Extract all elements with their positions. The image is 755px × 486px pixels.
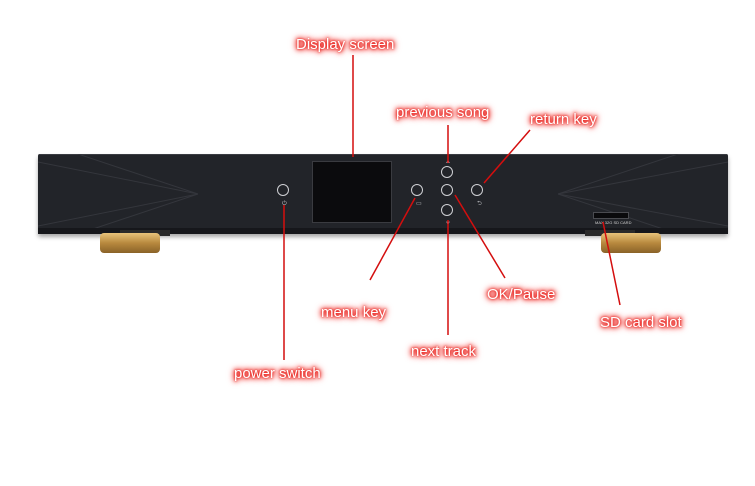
left-foot (100, 233, 160, 253)
display-screen (312, 161, 392, 223)
sd-slot-text: MAX 32G SD CARD (595, 220, 632, 225)
label-sd-card-slot: SD card slot (600, 314, 682, 331)
pointer-ok-pause (454, 194, 506, 279)
return-key-button[interactable] (471, 184, 483, 196)
label-previous-song: previous song (396, 104, 490, 121)
menu-key-button[interactable] (411, 184, 423, 196)
ok-pause-button[interactable] (441, 184, 453, 196)
device-front-panel: ⏻ ▭ ▲ ▼ ⮌ MAX 32G SD CARD (38, 154, 728, 234)
right-foot (601, 233, 661, 253)
menu-icon: ▭ (416, 201, 422, 207)
label-menu-key: menu key (321, 304, 387, 321)
label-return-key: return key (530, 111, 597, 128)
next-track-button[interactable] (441, 204, 453, 216)
label-ok-pause: OK/Pause (487, 286, 556, 303)
pointer-sd-card-slot (602, 221, 621, 306)
power-switch-button[interactable] (277, 184, 289, 196)
power-icon: ⏻ (282, 201, 287, 207)
panel-bottom-edge (38, 228, 728, 234)
label-display-screen: Display screen (296, 36, 395, 53)
label-next-track: next track (411, 343, 477, 360)
return-icon: ⮌ (477, 201, 482, 207)
pointer-return-key (483, 129, 531, 184)
previous-song-button[interactable] (441, 166, 453, 178)
sd-card-slot[interactable] (593, 212, 629, 219)
pointer-menu-key (369, 197, 416, 281)
label-power-switch: power switch (234, 365, 321, 382)
panel-decorative-lines (38, 154, 728, 234)
